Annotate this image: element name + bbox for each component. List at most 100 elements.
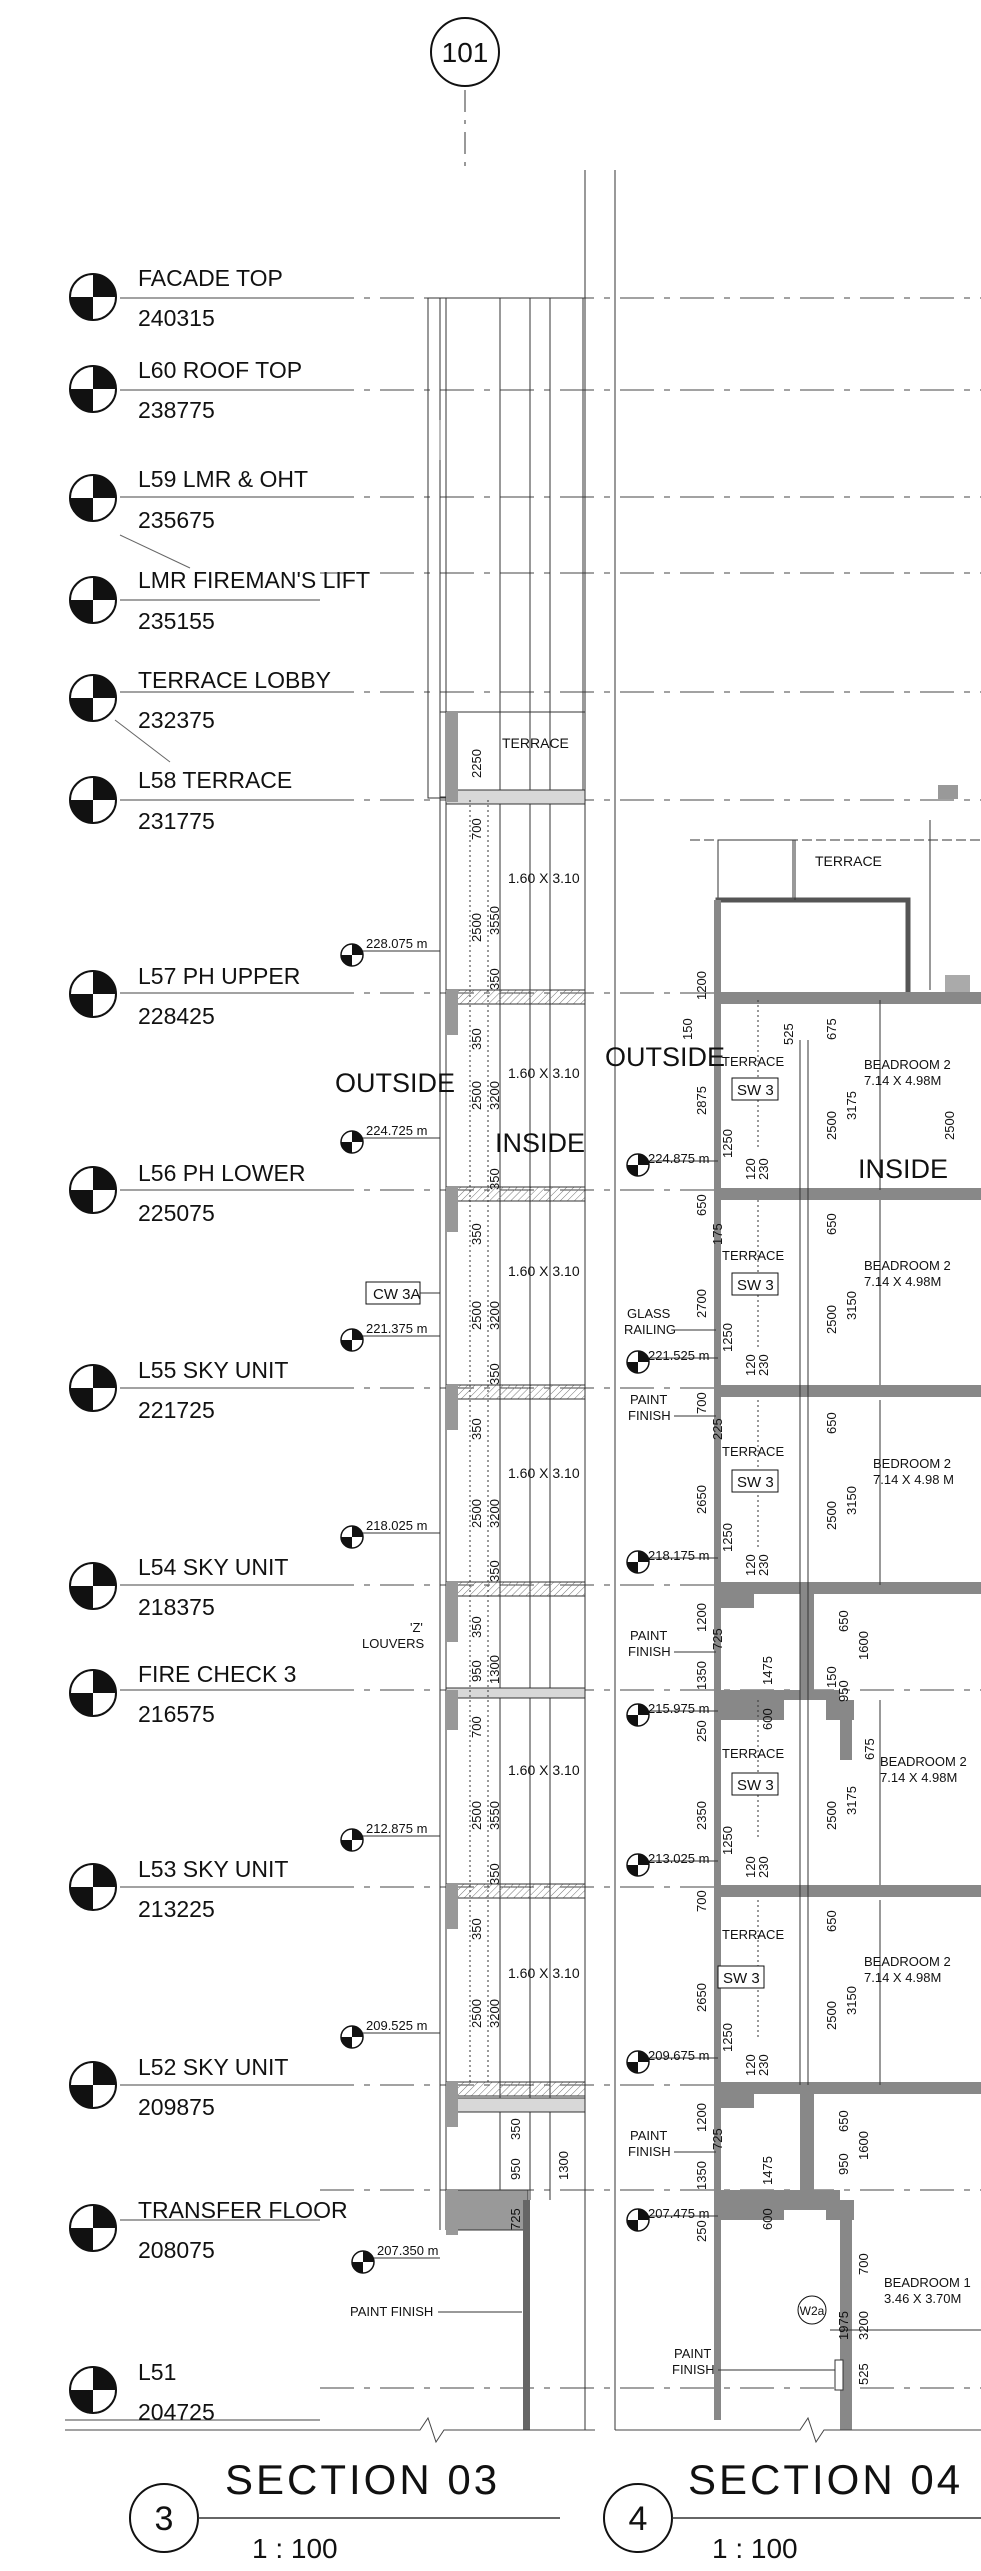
spot-level-label: 221.525 m xyxy=(648,1348,709,1363)
level-name: TRANSFER FLOOR xyxy=(138,2197,348,2223)
level-elevation: 213225 xyxy=(138,1896,215,1922)
dimension: 1250 xyxy=(720,1523,735,1552)
window-size-label: 1.60 X 3.10 xyxy=(508,1263,580,1279)
dimension: 1475 xyxy=(760,1656,775,1685)
level-name: L56 PH LOWER xyxy=(138,1160,305,1186)
level-elevation: 232375 xyxy=(138,707,215,733)
level-target-icon xyxy=(69,2204,117,2252)
level-elevation: 231775 xyxy=(138,808,215,834)
level-name: L54 SKY UNIT xyxy=(138,1554,288,1580)
dimension: 2500 xyxy=(824,1111,839,1140)
spot-level-icon xyxy=(626,1853,718,1877)
dimension: 950 xyxy=(508,2158,523,2180)
dimension: 1300 xyxy=(556,2151,571,2180)
spot-level-icon xyxy=(340,943,440,967)
level-elevation: 235155 xyxy=(138,608,215,634)
inside-label: INSIDE xyxy=(495,1128,585,1158)
level-elevation: 235675 xyxy=(138,507,215,533)
dimension: 3550 xyxy=(487,1801,502,1830)
cw3a-label: CW 3A xyxy=(373,1286,421,1303)
level-name: L59 LMR & OHT xyxy=(138,466,308,492)
sw3-tag xyxy=(731,1772,779,1796)
dimension: 350 xyxy=(487,1363,502,1385)
dimension: 675 xyxy=(862,1738,877,1760)
dimension: 350 xyxy=(487,1863,502,1885)
dimension: 1350 xyxy=(694,2161,709,2190)
dimension: 2350 xyxy=(694,1801,709,1830)
dimension: 350 xyxy=(469,1028,484,1050)
room-size: 7.14 X 4.98M xyxy=(864,1274,941,1289)
level-short-lines xyxy=(65,297,320,2421)
sw3-label: SW 3 xyxy=(737,1474,774,1491)
section-04-drawing xyxy=(614,170,981,2430)
level-name: L53 SKY UNIT xyxy=(138,1856,288,1882)
level-name: FACADE TOP xyxy=(138,265,283,291)
dimension: 250 xyxy=(694,1720,709,1742)
dimension: 350 xyxy=(469,1918,484,1940)
dimension: 3175 xyxy=(844,1091,859,1120)
spot-level-label: 221.375 m xyxy=(366,1321,427,1336)
section-03-title-block: 3 SECTION 03 1 : 100 xyxy=(129,2456,560,2564)
paint-label: PAINT xyxy=(630,1628,667,1643)
level-elevation: 221725 xyxy=(138,1397,215,1423)
dimension: 1350 xyxy=(694,1661,709,1690)
window-size-label: 1.60 X 3.10 xyxy=(508,1065,580,1081)
spot-level-label: 218.175 m xyxy=(648,1548,709,1563)
section-04-labels: TERRACE OUTSIDE INSIDE TERRACE SW 3 TERR… xyxy=(605,853,948,2377)
grid-bubble-label: 101 xyxy=(442,37,489,68)
dimension: 3200 xyxy=(487,1081,502,1110)
spot-level-icon xyxy=(626,2050,718,2074)
dimension: 120 xyxy=(743,1354,758,1376)
dimension: 2500 xyxy=(824,1801,839,1830)
level-target-icon xyxy=(69,776,117,824)
level-name: L58 TERRACE xyxy=(138,767,292,793)
spot-level-icon xyxy=(340,1328,440,1352)
dimension: 525 xyxy=(781,1023,796,1045)
spot-level-icon xyxy=(626,1703,718,1727)
dimension: 650 xyxy=(694,1194,709,1216)
spot-level-label: 207.475 m xyxy=(648,2206,709,2221)
room-labels: BEADROOM 2 7.14 X 4.98M BEADROOM 2 7.14 … xyxy=(864,1057,971,2306)
level-name: L51 xyxy=(138,2359,176,2385)
dimension: 650 xyxy=(824,1412,839,1434)
dimension: 725 xyxy=(508,2208,523,2230)
level-target-icon xyxy=(69,2061,117,2109)
glass-label: GLASS xyxy=(627,1306,671,1321)
finish-label: FINISH xyxy=(672,2362,715,2377)
dimension: 1975 xyxy=(836,2311,851,2340)
spot-level-icon xyxy=(626,1350,718,1374)
dimension: 650 xyxy=(836,1610,851,1632)
room-size: 7.14 X 4.98M xyxy=(864,1970,941,1985)
terrace-label: TERRACE xyxy=(722,1927,784,1942)
room-size: 3.46 X 3.70M xyxy=(884,2291,961,2306)
dimension: 150 xyxy=(680,1018,695,1040)
section-03-labels: TERRACE OUTSIDE INSIDE CW 3A 'Z' LOUVERS… xyxy=(335,735,585,2319)
spot-level-label: 209.675 m xyxy=(648,2048,709,2063)
spot-level-label: 224.875 m xyxy=(648,1151,709,1166)
dimension: 700 xyxy=(469,818,484,840)
level-target-icon xyxy=(69,970,117,1018)
dimension: 230 xyxy=(756,2054,771,2076)
dimension: 230 xyxy=(756,1554,771,1576)
finish-label: FINISH xyxy=(628,2144,671,2159)
dimension: 950 xyxy=(836,2153,851,2175)
dimension: 1200 xyxy=(694,1603,709,1632)
dimension: 2500 xyxy=(469,1301,484,1330)
dimension: 700 xyxy=(694,1890,709,1912)
level-name: L57 PH UPPER xyxy=(138,963,300,989)
dimension: 1300 xyxy=(487,1655,502,1684)
section-04-title-block: 4 SECTION 04 1 : 100 xyxy=(603,2456,981,2564)
spot-levels-section-03: 228.075 m 224.725 m 221.375 m 218.025 m … xyxy=(340,936,440,2274)
sw3-tag xyxy=(717,1965,765,1989)
dimension: 650 xyxy=(824,1213,839,1235)
terrace-label: TERRACE xyxy=(722,1746,784,1761)
dimension: 1600 xyxy=(856,2131,871,2160)
inside-label: INSIDE xyxy=(858,1154,948,1184)
dimension: 3200 xyxy=(856,2311,871,2340)
room-name: BEADROOM 1 xyxy=(884,2275,971,2290)
level-name: L55 SKY UNIT xyxy=(138,1357,288,1383)
sw3-tag xyxy=(731,1469,779,1493)
dimension: 350 xyxy=(508,2118,523,2140)
level-target-icon xyxy=(69,1166,117,1214)
section-title: SECTION 04 xyxy=(688,2456,963,2503)
